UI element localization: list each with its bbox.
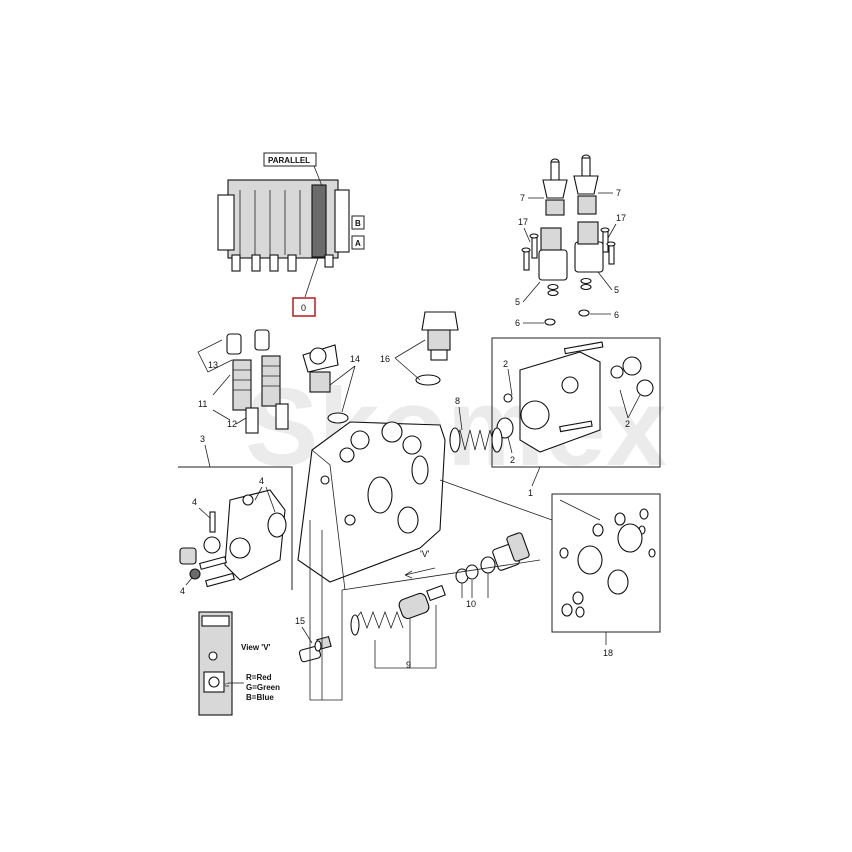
part-13: 13 [208, 360, 218, 370]
left-cover-part [179, 489, 287, 588]
side-a-box [351, 235, 365, 250]
part-18: 18 [603, 648, 613, 658]
plug-16 [415, 311, 459, 386]
part-2b: 2 [625, 419, 630, 429]
part-5a: 5 [515, 297, 520, 307]
watermark-text: Skomex [245, 366, 667, 489]
part-14: 14 [350, 354, 360, 364]
parallel-callout: PARALLEL [268, 156, 310, 165]
legend-blue: B=Blue [246, 693, 274, 702]
part-1: 1 [528, 488, 533, 498]
valve-14 [302, 344, 349, 424]
part-2a: 2 [503, 359, 508, 369]
part-4b: 4 [259, 476, 264, 486]
part-3: 3 [200, 434, 205, 444]
side-b-box [351, 215, 365, 230]
part-10: 10 [466, 599, 476, 609]
main-valve-body [297, 421, 446, 591]
part-16: 16 [380, 354, 390, 364]
part-6b: 6 [614, 310, 619, 320]
part-17b: 17 [616, 213, 626, 223]
spool-assembly [350, 532, 530, 636]
end-cover-frame [491, 337, 661, 468]
svg-text:G: G [225, 683, 229, 689]
zero-callout: 0 [301, 303, 306, 313]
part-4c: 4 [180, 586, 185, 596]
legend-green: G=Green [246, 683, 280, 692]
part-9: 9 [406, 660, 411, 670]
left-cover-frame [178, 466, 293, 590]
part-17a: 17 [518, 217, 528, 227]
side-b-label: B [355, 219, 361, 228]
legend-red: R=Red [246, 673, 272, 682]
part-12: 12 [227, 419, 237, 429]
part-15: 15 [295, 616, 305, 626]
seal-kit-parts [559, 508, 656, 618]
part-7b: 7 [616, 188, 621, 198]
part-8: 8 [455, 396, 460, 406]
side-a-label: A [355, 239, 361, 248]
part-6a: 6 [515, 318, 520, 328]
part-5b: 5 [614, 285, 619, 295]
part-4a: 4 [192, 497, 197, 507]
cartridge-group [226, 329, 289, 434]
spring-8 [449, 427, 503, 453]
view-v-arrow-label: 'V' [420, 549, 430, 559]
valve-bank-overview [217, 179, 350, 272]
part-2c: 2 [510, 455, 515, 465]
part-7a: 7 [520, 193, 525, 203]
parallel-callout-box [263, 152, 317, 167]
end-cover-part [496, 341, 654, 453]
view-v-label: View 'V' [241, 643, 271, 652]
solenoid-assembly [521, 154, 616, 326]
part-11: 11 [198, 399, 207, 409]
view-v-detail: G [198, 611, 233, 716]
bolt-15 [298, 635, 332, 663]
zero-callout-box [292, 297, 316, 317]
